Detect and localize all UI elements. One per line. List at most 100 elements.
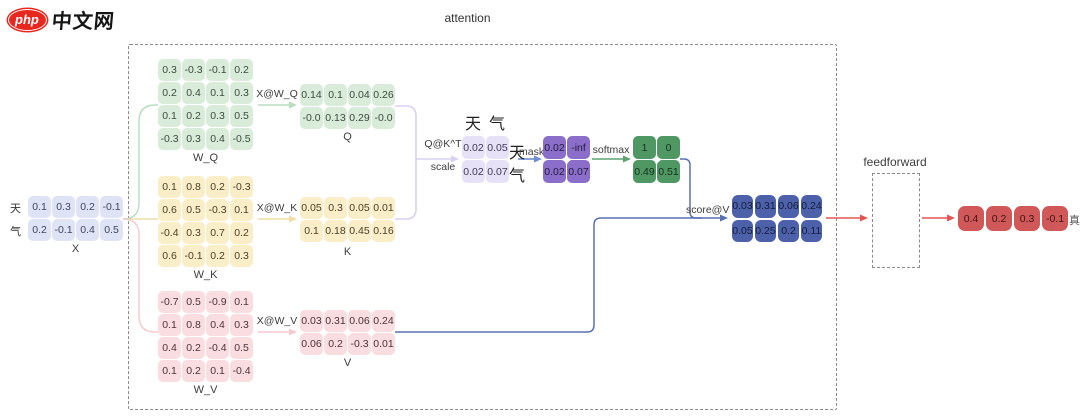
matrix-cell: 0	[657, 136, 680, 159]
output-label: 真	[1069, 215, 1080, 227]
matrix-cell: 0.03	[732, 195, 753, 218]
matrix-cell: 0.5	[100, 219, 123, 241]
matrix-cell: 0.2	[986, 206, 1012, 231]
x-row-label-qi: 气	[10, 226, 21, 238]
matrix-cell: 0.02	[462, 160, 485, 183]
matrix-cell: 0.2	[182, 105, 205, 127]
matrix-cell: 0.5	[230, 105, 253, 127]
softmax-arrow-label: softmax	[592, 144, 630, 156]
wk-matrix-label: W_K	[193, 269, 218, 281]
matrix-cell: 0.1	[300, 220, 323, 242]
matrix-cell: 0.01	[372, 197, 395, 219]
matrix-cell: -0.4	[206, 337, 229, 359]
matrix-cell: 1	[633, 136, 656, 159]
matrix-cell: 0.4	[958, 206, 984, 231]
matrix-cell: 0.4	[206, 314, 229, 336]
qk-bracket-line	[395, 105, 417, 220]
x-row-label-tian: 天	[10, 203, 21, 215]
matrix-cell: 0.2	[230, 59, 253, 81]
matrix-cell: 0.1	[324, 84, 347, 106]
matrix-cell: 0.2	[182, 337, 205, 359]
softmax-arrowhead	[623, 155, 631, 163]
qkt-arrow-label: Q@K^T	[424, 138, 462, 150]
ff-to-output-arrowhead	[947, 214, 955, 222]
matrix-cell: 0.3	[324, 197, 347, 219]
matrix-cell: 0.6	[158, 199, 181, 221]
matrix-cell: 0.1	[206, 360, 229, 382]
matrix-cell: 0.25	[755, 219, 776, 242]
matrix-cell: 0.2	[206, 176, 229, 198]
matrix-cell: 0.14	[300, 84, 323, 106]
x-to-wv-line	[122, 218, 158, 333]
matrix-cell: 0.3	[52, 196, 75, 218]
matrix-cell: -0.1	[52, 219, 75, 241]
matrix-cell: 0.05	[300, 197, 323, 219]
matrix-cell: -0.5	[230, 128, 253, 150]
matrix-cell: 0.51	[657, 160, 680, 183]
matrix-cell: -0.3	[348, 333, 371, 355]
v-to-score-line	[395, 217, 720, 333]
matrix-cell: -0.1	[206, 59, 229, 81]
matrix-cell: 0.05	[486, 136, 509, 159]
matrix-cell: 0.18	[324, 220, 347, 242]
matrix-cell: 0.3	[1014, 206, 1040, 231]
matrix-cell: 0.02	[462, 136, 485, 159]
matrix-cell: 0.5	[230, 337, 253, 359]
mask-arrowhead	[534, 155, 542, 163]
v-matrix-label: V	[343, 357, 352, 369]
matrix-cell: 0.1	[158, 314, 181, 336]
matrix-cell: 0.11	[801, 219, 822, 242]
scale-col-header-tian: 天	[465, 116, 482, 133]
matrix-cell: -0.3	[182, 59, 205, 81]
matrix-cell: 0.5	[182, 199, 205, 221]
scorev-arrowhead	[720, 214, 728, 222]
matrix-cell: 0.1	[158, 360, 181, 382]
diagram-title: attention	[444, 11, 491, 25]
matrix-cell: -0.9	[206, 291, 229, 313]
matrix-cell: 0.07	[567, 160, 590, 183]
matrix-cell: -0.1	[182, 245, 205, 267]
matrix-cell: 0.2	[230, 222, 253, 244]
matrix-cell: -0.4	[158, 222, 181, 244]
matrix-cell: 0.8	[182, 314, 205, 336]
matrix-cell: 0.3	[158, 59, 181, 81]
matrix-cell: 0.8	[182, 176, 205, 198]
matrix-cell: 0.06	[778, 195, 799, 218]
matrix-cell: 0.31	[755, 195, 776, 218]
matrix-cell: 0.2	[778, 219, 799, 242]
matrix-cell: 0.29	[348, 107, 371, 129]
matrix-cell: 0.1	[230, 291, 253, 313]
matrix-cell: 0.03	[300, 310, 323, 332]
matrix-cell: 0.05	[732, 219, 753, 242]
matrix-cell: 0.26	[372, 84, 395, 106]
matrix-cell: 0.3	[230, 314, 253, 336]
matrix-cell: 0.3	[182, 128, 205, 150]
matrix-cell: 0.2	[76, 196, 99, 218]
matrix-cell: 0.02	[543, 136, 566, 159]
matrix-cell: 0.3	[230, 245, 253, 267]
matrix-cell: 0.24	[801, 195, 822, 218]
matrix-cell: 0.6	[158, 245, 181, 267]
xwk-arrowhead	[289, 215, 297, 223]
scale-row-label-tian: 天	[509, 145, 526, 162]
xwv-arrowhead	[289, 328, 297, 336]
matrix-cell: 0.45	[348, 220, 371, 242]
matrix-cell: 0.2	[206, 245, 229, 267]
matrix-cell: -0.7	[158, 291, 181, 313]
matrix-cell: 0.3	[230, 82, 253, 104]
scale-col-header-qi: 气	[489, 116, 506, 133]
matrix-cell: 0.02	[543, 160, 566, 183]
q-matrix-label: Q	[343, 131, 352, 143]
matrix-cell: 0.1	[158, 105, 181, 127]
matrix-cell: 0.05	[348, 197, 371, 219]
matrix-cell: 0.49	[633, 160, 656, 183]
